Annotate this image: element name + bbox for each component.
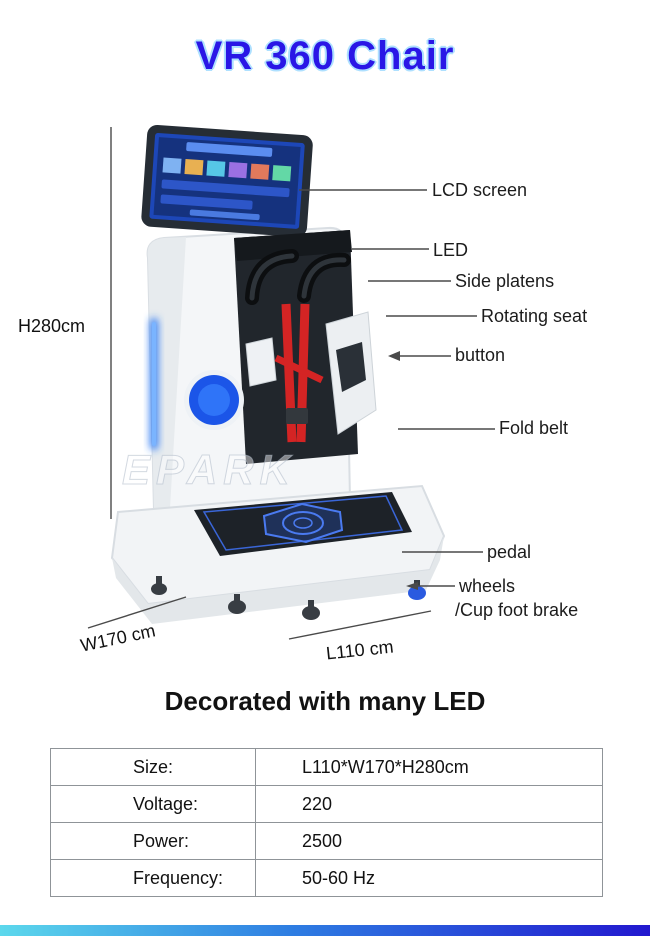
callout-cup-foot-brake: /Cup foot brake — [455, 600, 579, 620]
spec-key: Frequency: — [50, 859, 256, 897]
handlebars — [245, 249, 351, 305]
armrest — [245, 337, 277, 387]
spec-key: Size: — [50, 748, 256, 786]
spec-table: Size: L110*W170*H280cm Voltage: 220 Powe… — [50, 748, 603, 897]
callout-fold-belt: Fold belt — [499, 418, 569, 438]
belt-buckle — [286, 408, 308, 424]
callout-rotating-seat: Rotating seat — [481, 306, 588, 326]
spec-value: 50-60 Hz — [255, 859, 603, 897]
subtitle: Decorated with many LED — [164, 686, 486, 716]
callout-lcd-screen: LCD screen — [432, 180, 528, 200]
callout-led: LED — [433, 240, 469, 260]
callout-pedal: pedal — [487, 542, 532, 562]
led-strip — [150, 318, 158, 450]
spec-value: 220 — [255, 785, 603, 823]
pedal-emblem — [262, 502, 344, 544]
table-row: Voltage: 220 — [50, 785, 603, 823]
callout-side-platens: Side platens — [455, 271, 555, 291]
spec-value: L110*W170*H280cm — [255, 748, 603, 786]
table-row: Size: L110*W170*H280cm — [50, 748, 603, 786]
table-row: Power: 2500 — [50, 822, 603, 860]
callout-wheels: wheels — [459, 576, 516, 596]
spec-key: Voltage: — [50, 785, 256, 823]
footrest — [325, 311, 377, 435]
spec-value: 2500 — [255, 822, 603, 860]
table-row: Frequency: 50-60 Hz — [50, 859, 603, 897]
spec-key: Power: — [50, 822, 256, 860]
seat-enclosure — [234, 230, 358, 464]
base-platform — [110, 484, 446, 624]
callout-button: button — [455, 345, 506, 365]
footer-gradient-bar — [0, 925, 650, 936]
speaker-circle — [184, 370, 244, 430]
dimension-height: H280cm — [18, 316, 86, 336]
product-illustration — [110, 124, 446, 624]
page-title: VR 360 Chair — [195, 34, 455, 78]
lcd-screen-graphic — [141, 124, 313, 237]
